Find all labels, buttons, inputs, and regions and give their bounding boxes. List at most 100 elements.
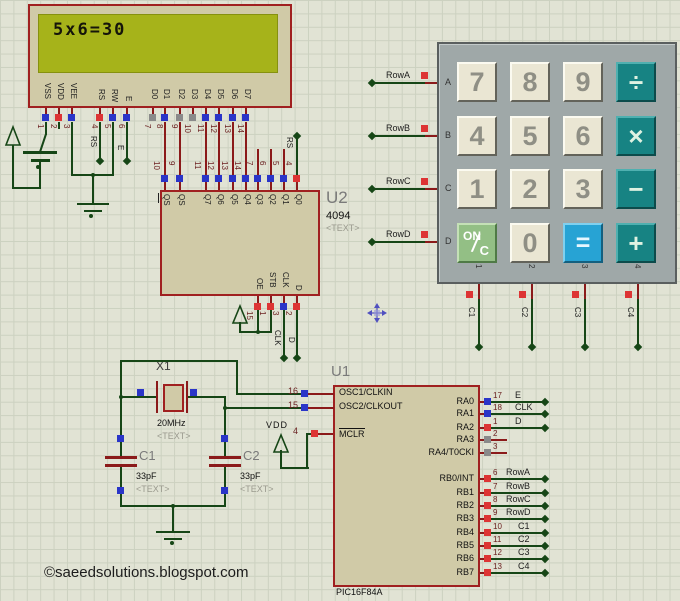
pin-square bbox=[242, 175, 249, 182]
keypad-button-=[interactable]: = bbox=[563, 223, 603, 263]
wire bbox=[637, 284, 639, 299]
wire-terminal-diamond bbox=[474, 342, 484, 352]
keypad-button-7[interactable]: 7 bbox=[457, 62, 497, 102]
wire bbox=[318, 433, 333, 435]
pin-square bbox=[229, 114, 236, 121]
keypad-button-ON/C[interactable]: ON/C bbox=[457, 223, 497, 263]
wire bbox=[120, 360, 238, 362]
keypad-button-9[interactable]: 9 bbox=[563, 62, 603, 102]
wire-terminal-diamond bbox=[540, 501, 550, 511]
net-label-rowa: RowA bbox=[506, 467, 531, 477]
u1-chip-body[interactable] bbox=[333, 385, 480, 587]
keypad-button-5[interactable]: 5 bbox=[510, 116, 550, 156]
wire-terminal-diamond bbox=[540, 514, 550, 524]
wire-terminal-diamond bbox=[279, 353, 289, 363]
u2-pin-number: 4 bbox=[284, 161, 293, 166]
crystal-symbol[interactable] bbox=[163, 384, 184, 412]
wire bbox=[491, 518, 545, 520]
crystal-reference: X1 bbox=[156, 359, 171, 373]
keypad-button-8[interactable]: 8 bbox=[510, 62, 550, 102]
wire bbox=[283, 182, 285, 190]
wire-terminal-diamond bbox=[540, 488, 550, 498]
wire bbox=[308, 393, 334, 395]
wire bbox=[120, 396, 157, 398]
origin-marker-arrowheads bbox=[367, 303, 387, 323]
pin-square bbox=[242, 114, 249, 121]
wire bbox=[425, 241, 437, 243]
wire bbox=[373, 82, 425, 84]
u1-pin-name: RB7 bbox=[456, 567, 474, 577]
wire bbox=[158, 193, 159, 203]
keypad-button-×[interactable]: × bbox=[616, 116, 656, 156]
pin-square bbox=[68, 114, 75, 121]
wire-terminal-diamond bbox=[367, 78, 377, 88]
wire bbox=[192, 108, 194, 115]
cap2-reference: C2 bbox=[243, 448, 260, 463]
junction-dot bbox=[171, 504, 175, 508]
keypad-button-−[interactable]: − bbox=[616, 169, 656, 209]
wire bbox=[126, 122, 128, 160]
keypad-button-6[interactable]: 6 bbox=[563, 116, 603, 156]
wire bbox=[637, 299, 639, 346]
pin-square bbox=[484, 489, 491, 496]
pin-square bbox=[254, 175, 261, 182]
wire bbox=[71, 108, 73, 115]
net-label-rowa: RowA bbox=[386, 70, 411, 80]
keypad-button-2[interactable]: 2 bbox=[510, 169, 550, 209]
u2-pin-number: 10 bbox=[152, 161, 161, 170]
net-label-rowb: RowB bbox=[386, 123, 411, 133]
pin-square bbox=[202, 175, 209, 182]
wire-terminal-diamond bbox=[540, 474, 550, 484]
wire bbox=[491, 545, 545, 547]
pin-square bbox=[117, 435, 124, 442]
keypad-button-0[interactable]: 0 bbox=[510, 223, 550, 263]
wire-diagonal bbox=[39, 133, 47, 153]
wire bbox=[584, 299, 586, 346]
wire bbox=[105, 456, 137, 459]
keypad-button-3[interactable]: 3 bbox=[563, 169, 603, 209]
u1-pin-number: 4 bbox=[292, 426, 298, 436]
pin-square bbox=[221, 435, 228, 442]
wire-terminal-diamond bbox=[292, 353, 302, 363]
wire bbox=[270, 296, 272, 303]
pin-square bbox=[149, 114, 156, 121]
wire bbox=[224, 396, 226, 457]
crystal-text-placeholder: <TEXT> bbox=[157, 431, 191, 441]
wire-terminal-diamond bbox=[540, 397, 550, 407]
wire-terminal-diamond bbox=[540, 554, 550, 564]
wire bbox=[491, 452, 507, 454]
wire bbox=[270, 182, 272, 190]
pin-square bbox=[484, 502, 491, 509]
wire bbox=[480, 452, 485, 454]
lcd-pin-name: E bbox=[124, 95, 133, 101]
u2-chip-body[interactable] bbox=[160, 190, 320, 296]
net-label-clk: CLK bbox=[273, 330, 282, 346]
keypad-button-4[interactable]: 4 bbox=[457, 116, 497, 156]
pin-square bbox=[176, 114, 183, 121]
keypad-col-label: 3 bbox=[580, 264, 589, 269]
wire-terminal-diamond bbox=[580, 342, 590, 352]
keypad-button-+[interactable]: + bbox=[616, 223, 656, 263]
pin-square bbox=[484, 436, 491, 443]
origin-marker-icon bbox=[369, 305, 385, 321]
pin-square bbox=[229, 175, 236, 182]
u1-pin-number: 15 bbox=[287, 400, 298, 410]
wire bbox=[164, 538, 182, 540]
pin-square bbox=[519, 291, 526, 298]
keypad-button-1[interactable]: 1 bbox=[457, 169, 497, 209]
u2-pin-name: STB bbox=[268, 271, 277, 288]
wire bbox=[531, 284, 533, 299]
u1-pin-name: RA4/T0CKI bbox=[428, 447, 474, 457]
wire bbox=[179, 122, 181, 175]
wire bbox=[164, 108, 166, 115]
u1-part-number: PIC16F84A bbox=[336, 587, 383, 597]
power-arrow-icon bbox=[4, 124, 22, 146]
keypad-button-÷[interactable]: ÷ bbox=[616, 62, 656, 102]
wire bbox=[99, 122, 101, 160]
wire-terminal-diamond bbox=[122, 156, 132, 166]
lcd-pin-number: 7 bbox=[143, 124, 152, 129]
wire bbox=[491, 478, 545, 480]
u2-reference: U2 bbox=[326, 188, 348, 207]
wire bbox=[257, 149, 259, 176]
lcd-pin-number: 10 bbox=[183, 124, 192, 133]
